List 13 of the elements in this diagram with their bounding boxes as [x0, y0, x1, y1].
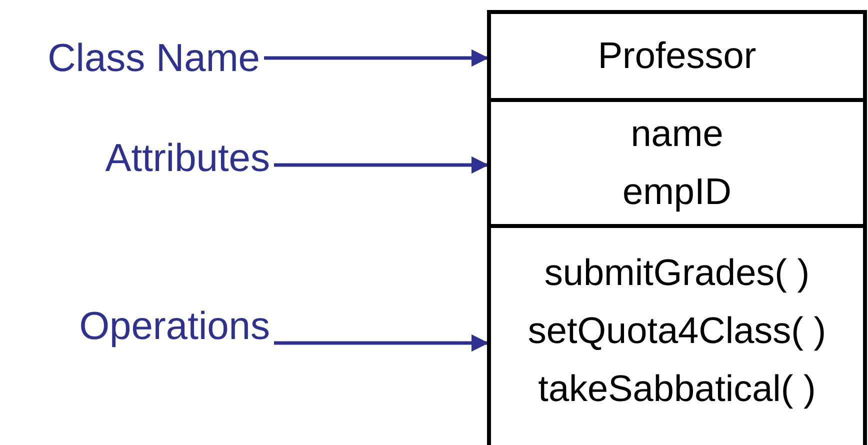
operation-text: takeSabbatical( ) — [538, 367, 816, 411]
class-box — [487, 10, 867, 445]
arrow — [274, 156, 489, 174]
attribute-text: empID — [622, 170, 732, 214]
attribute-text: name — [630, 112, 724, 156]
operation-text: setQuota4Class( ) — [528, 309, 826, 353]
operation-text: submitGrades( ) — [544, 251, 810, 295]
arrow — [264, 49, 489, 67]
annotation-label: Operations — [20, 298, 270, 354]
annotation-label: Attributes — [30, 130, 270, 186]
arrow — [274, 334, 489, 352]
class-name: Professor — [598, 34, 756, 78]
annotation-label: Class Name — [10, 30, 260, 86]
